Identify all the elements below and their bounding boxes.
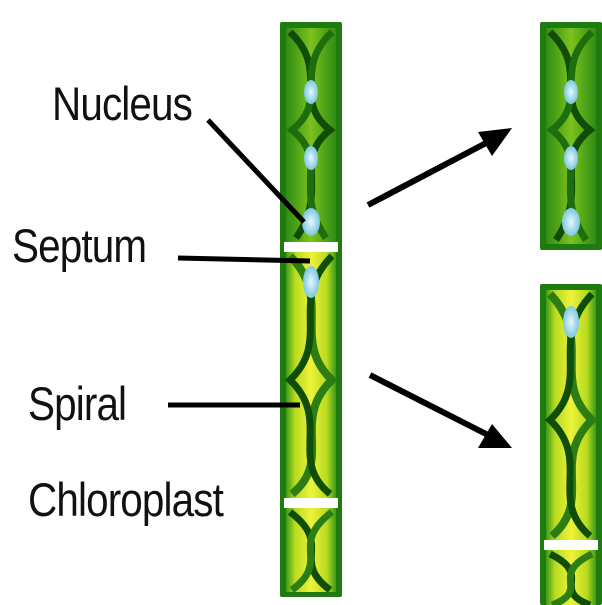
septum-label: Septum (12, 222, 146, 269)
right-top-filament (540, 22, 602, 250)
left-bottom-cell (286, 508, 336, 592)
septum-pointer (178, 258, 310, 261)
left-middle-cell (286, 252, 336, 498)
septum-line (284, 242, 338, 252)
right-arrow-icon (368, 128, 512, 205)
spiral-label: Spiral (28, 380, 126, 427)
right-bottom-filament (540, 284, 602, 605)
left-filament (280, 22, 342, 597)
chloroplast-label: Chloroplast (28, 476, 223, 523)
nucleus-label: Nucleus (52, 80, 192, 127)
nucleus-shape (304, 80, 318, 104)
right-arrow-icon (370, 375, 512, 448)
